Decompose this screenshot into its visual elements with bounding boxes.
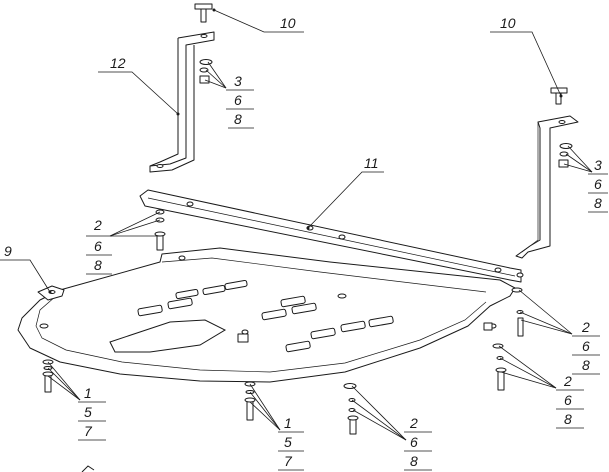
callout-line-3: 8 — [234, 111, 242, 127]
callout-line-1: 2 — [581, 319, 590, 335]
fastener-stack-right-low — [492, 343, 507, 391]
callout-line-3: 8 — [594, 195, 602, 211]
callout-line-1: 1 — [284, 415, 292, 431]
callout-line-1: 2 — [409, 415, 418, 431]
callout-line-2: 6 — [94, 238, 102, 254]
fastener-stack-right-mid — [511, 287, 524, 337]
callout-stack-bottom-mid: 1 5 7 — [278, 415, 304, 471]
fastener-stack-bottom-center — [343, 383, 359, 435]
callout-line-2: 6 — [564, 392, 572, 408]
callout-line-2: 6 — [410, 434, 418, 450]
screw-10-right — [550, 87, 568, 105]
corner-mark-icon — [81, 465, 95, 472]
callout-line-2: 5 — [284, 434, 292, 450]
callout-stack-right-upper: 3 6 8 — [588, 157, 608, 213]
callout-stack-left-upper: 3 6 8 — [226, 73, 254, 129]
callout-stack-bottom-left: 1 5 7 — [78, 385, 106, 441]
callout-line-1: 2 — [563, 373, 572, 389]
callout-line-1: 3 — [234, 73, 242, 89]
callout-label: 10 — [280, 15, 296, 31]
callout-line-3: 8 — [582, 357, 590, 373]
callout-stack-plate-left: 2 6 8 — [86, 217, 112, 275]
callout-line-3: 7 — [284, 453, 293, 469]
callout-label: 10 — [500, 15, 516, 31]
callout-stack-bottom-center: 2 6 8 — [404, 415, 432, 471]
callout-stack-right-low: 2 6 8 — [556, 373, 584, 429]
callout-line-2: 6 — [594, 176, 602, 192]
fastener-stack-plate-left — [154, 209, 166, 251]
callout-line-3: 7 — [84, 423, 93, 439]
bracket-left — [149, 31, 215, 173]
leader-lines — [0, 8, 593, 441]
callout-10-right: 10 — [500, 15, 516, 31]
callout-line-3: 8 — [564, 411, 572, 427]
callout-line-1: 2 — [93, 217, 102, 233]
callout-line-2: 6 — [582, 338, 590, 354]
vent-slots — [137, 279, 394, 353]
callout-10-left: 10 — [280, 15, 296, 31]
fastener-stack-left-upper — [199, 59, 213, 84]
callout-9: 9 — [4, 243, 12, 259]
callout-line-1: 1 — [84, 385, 92, 401]
callout-label: 11 — [364, 155, 379, 171]
bracket-right — [515, 115, 579, 259]
screw-10-left — [194, 3, 213, 23]
callout-line-2: 6 — [234, 92, 242, 108]
callout-line-1: 3 — [594, 157, 602, 173]
callout-12: 12 — [110, 55, 126, 71]
callout-11: 11 — [364, 155, 379, 171]
callout-line-3: 8 — [94, 257, 102, 273]
callout-line-2: 5 — [84, 404, 92, 420]
skid-plate — [17, 247, 516, 383]
fastener-stack-bottom-mid — [244, 381, 256, 421]
callout-label: 9 — [4, 243, 12, 259]
callout-line-3: 8 — [410, 453, 418, 469]
callout-stack-right-mid: 2 6 8 — [572, 319, 600, 375]
fastener-stack-right-upper — [558, 143, 573, 168]
callout-label: 12 — [110, 55, 126, 71]
